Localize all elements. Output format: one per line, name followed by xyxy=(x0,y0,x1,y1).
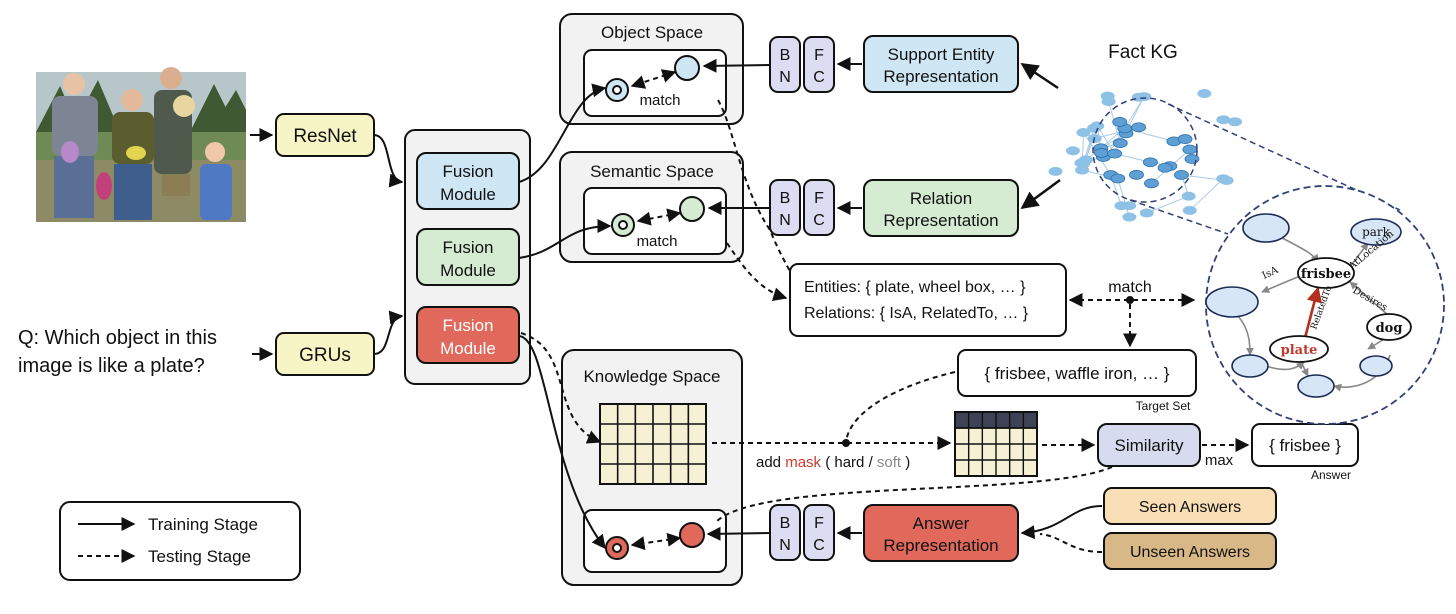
kg-node-dog: dog xyxy=(1376,321,1403,336)
fusion-module-object: Fusion Module xyxy=(416,152,520,210)
svg-text:Representation: Representation xyxy=(883,67,998,86)
object-space-panel: Object Space match xyxy=(559,13,744,125)
target-to-mask-dashed xyxy=(845,371,956,443)
bnfc-to-answer-arrow xyxy=(706,526,770,541)
svg-text:Module: Module xyxy=(440,185,496,204)
seen-answers-box: Seen Answers xyxy=(1103,487,1277,525)
svg-text:Answer: Answer xyxy=(913,514,970,533)
entities-line: Entities: { plate, wheel box, … } xyxy=(804,279,1026,296)
kg-node-plate: plate xyxy=(1281,343,1318,358)
fact-kg-title: Fact KG xyxy=(1108,42,1178,63)
svg-text:Seen Answers: Seen Answers xyxy=(1139,499,1241,516)
svg-text:match: match xyxy=(640,92,681,109)
kg-zoom-line-bottom xyxy=(1129,199,1229,235)
fusion-to-knowledge-arrow xyxy=(518,335,606,550)
target-set-box: { frisbee, waffle iron, … } xyxy=(957,349,1197,397)
legend: Training Stage Testing Stage xyxy=(59,501,301,581)
svg-text:F: F xyxy=(814,515,824,532)
gru-encoder: GRUs xyxy=(275,332,375,376)
svg-text:Relation: Relation xyxy=(910,189,972,208)
svg-text:Fusion: Fusion xyxy=(442,238,493,257)
svg-text:N: N xyxy=(779,212,791,229)
answer-box: { frisbee } xyxy=(1251,423,1359,467)
knowledge-grid xyxy=(599,403,707,485)
object-to-entities-dashed xyxy=(717,99,791,273)
gru-to-fusion-arrow xyxy=(373,310,404,355)
semantic-space-title: Semantic Space xyxy=(590,162,714,181)
svg-text:B: B xyxy=(780,515,791,532)
kg-node-frisbee: frisbee xyxy=(1301,267,1351,282)
similarity-box: Similarity xyxy=(1097,423,1201,467)
unseen-to-answer-rep-dashed xyxy=(1039,533,1103,553)
svg-text:Module: Module xyxy=(440,261,496,280)
bnfc-to-object-arrow xyxy=(702,58,770,73)
target-set-content: { frisbee, waffle iron, … } xyxy=(985,364,1170,383)
svg-text:F: F xyxy=(814,190,824,207)
legend-training: Training Stage xyxy=(148,515,258,534)
answer-representation: Answer Representation xyxy=(863,504,1019,562)
svg-text:Representation: Representation xyxy=(883,211,998,230)
relations-line: Relations: { IsA, RelatedTo, … } xyxy=(804,305,1029,322)
target-set-caption: Target Set xyxy=(1136,399,1191,413)
svg-text:C: C xyxy=(813,69,825,86)
bn-fc-answer: B N F C xyxy=(769,504,835,561)
svg-text:Representation: Representation xyxy=(883,536,998,555)
masked-grid xyxy=(954,411,1038,477)
mask-label: add mask ( hard / soft ) xyxy=(756,454,910,471)
resnet-label: ResNet xyxy=(293,126,357,147)
input-image xyxy=(36,67,246,222)
svg-text:C: C xyxy=(813,212,825,229)
svg-text:Fusion: Fusion xyxy=(442,316,493,335)
seen-to-answer-rep-arrow xyxy=(1020,505,1103,540)
grus-label: GRUs xyxy=(299,345,351,366)
similarity-label: Similarity xyxy=(1115,436,1184,455)
svg-text:F: F xyxy=(814,47,824,64)
answer-caption: Answer xyxy=(1311,468,1351,482)
bn-fc-semantic: B N F C xyxy=(769,179,835,236)
semantic-to-entities-dashed xyxy=(726,242,788,301)
resnet-encoder: ResNet xyxy=(275,113,375,157)
knowledge-space-title: Knowledge Space xyxy=(583,367,720,386)
fusion-to-semantic-arrow xyxy=(518,219,612,259)
svg-text:B: B xyxy=(780,47,791,64)
fusion-module-knowledge: Fusion Module xyxy=(416,306,520,364)
max-label: max xyxy=(1205,452,1234,469)
svg-text:Support Entity: Support Entity xyxy=(888,45,995,64)
answer-space-to-similarity-dashed xyxy=(715,466,1113,523)
fusion-to-object-arrow xyxy=(518,83,607,183)
question-line-1: Q: Which object in this xyxy=(18,327,217,349)
entities-relations-box: Entities: { plate, wheel box, … } Relati… xyxy=(789,263,1067,337)
kg-match-label: match xyxy=(1108,279,1152,296)
legend-testing: Testing Stage xyxy=(148,547,251,566)
question-line-2: image is like a plate? xyxy=(18,355,205,377)
svg-text:Module: Module xyxy=(440,339,496,358)
svg-text:Unseen Answers: Unseen Answers xyxy=(1130,544,1250,561)
object-space-title: Object Space xyxy=(601,23,703,42)
answer-content: { frisbee } xyxy=(1269,436,1341,455)
unseen-answers-box: Unseen Answers xyxy=(1103,532,1277,570)
support-entity-representation: Support Entity Representation xyxy=(863,35,1019,93)
fusion-module-semantic: Fusion Module xyxy=(416,228,520,286)
kg-zoom-ring-small xyxy=(1092,97,1198,203)
bn-fc-object: B N F C xyxy=(769,36,835,93)
svg-text:N: N xyxy=(779,69,791,86)
semantic-space-panel: Semantic Space match xyxy=(559,151,744,263)
fusion-to-grid-dashed-arrow xyxy=(520,332,602,444)
svg-text:N: N xyxy=(779,537,791,554)
svg-text:Fusion: Fusion xyxy=(442,162,493,181)
kg-to-support-arrow xyxy=(1020,62,1059,90)
resnet-to-fusion-arrow xyxy=(373,134,404,188)
kg-node-park: park xyxy=(1362,225,1391,239)
svg-text:C: C xyxy=(813,537,825,554)
fact-kg-zoom: frisbee plate park dog IsA AtLocation Re… xyxy=(1205,185,1445,425)
kg-to-relation-arrow xyxy=(1020,178,1061,210)
svg-text:B: B xyxy=(780,190,791,207)
relation-representation: Relation Representation xyxy=(863,179,1019,237)
svg-text:match: match xyxy=(637,233,678,250)
